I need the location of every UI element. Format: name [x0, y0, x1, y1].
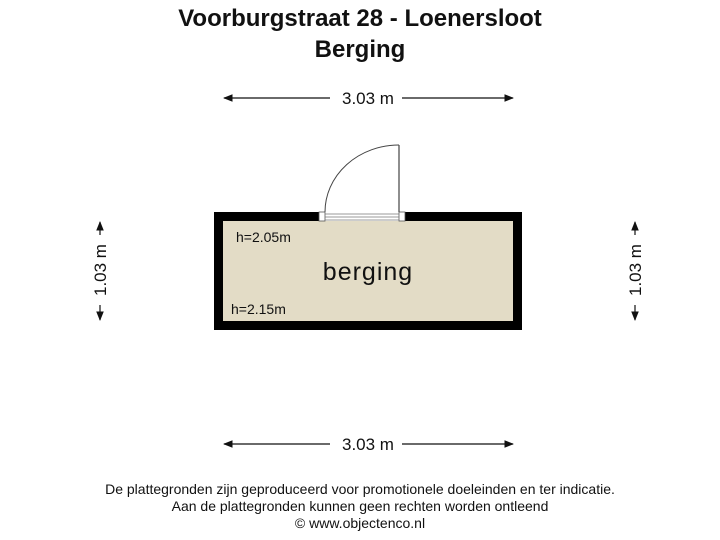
disclaimer-line-1: De plattegronden zijn geproduceerd voor …	[105, 481, 615, 497]
dimension-top: 3.03 m	[223, 89, 514, 108]
door-swing-icon	[324, 144, 400, 213]
room-name: berging	[323, 258, 413, 286]
room-berging: h=2.05m berging h=2.15m	[214, 144, 522, 330]
plan-title: Voorburgstraat 28 - Loenersloot	[178, 5, 542, 32]
dimension-left: 1.03 m	[91, 221, 110, 321]
height-label-bottom: h=2.15m	[231, 301, 286, 317]
copyright-link[interactable]: © www.objectenco.nl	[294, 515, 426, 531]
dimension-right-label: 1.03 m	[626, 244, 645, 296]
dimension-bottom-label: 3.03 m	[342, 435, 394, 454]
dimension-bottom: 3.03 m	[223, 435, 514, 454]
disclaimer-line-2: Aan de plattegronden kunnen geen rechten…	[171, 498, 549, 514]
plan-subtitle: Berging	[314, 36, 406, 63]
dimension-top-label: 3.03 m	[342, 89, 394, 108]
door-opening	[319, 211, 405, 221]
dimension-left-label: 1.03 m	[91, 244, 110, 296]
dimension-right: 1.03 m	[626, 221, 645, 321]
room-floor	[223, 221, 513, 321]
height-label-top: h=2.05m	[236, 229, 291, 245]
